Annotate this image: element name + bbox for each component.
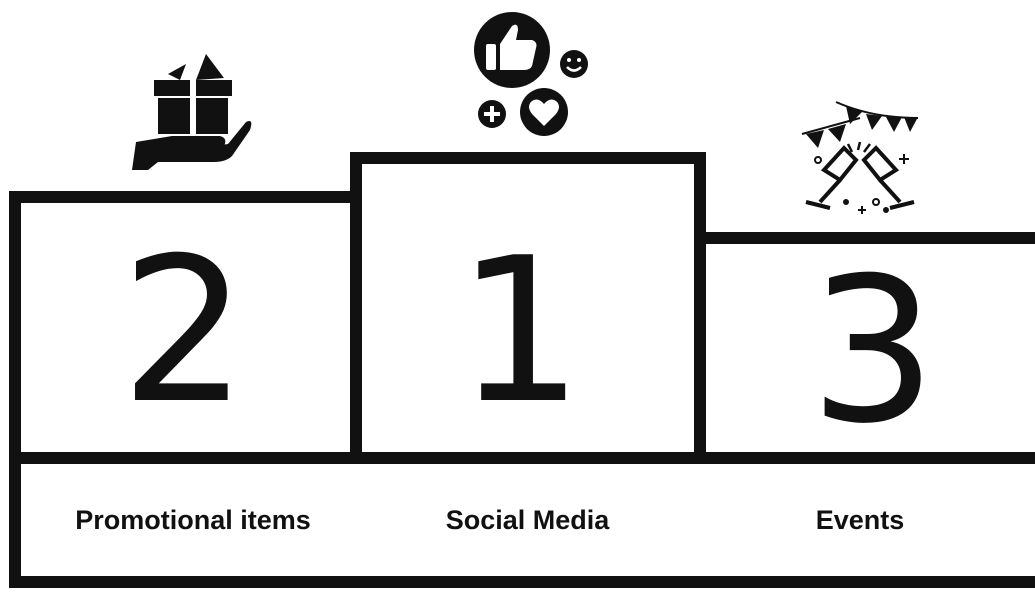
podium-block-second: [9, 191, 364, 464]
social-reactions-icon: [474, 12, 588, 136]
celebration-toast-icon: [801, 101, 919, 214]
label-promotional-items: Promotional items: [75, 505, 311, 535]
rank-digit-third: 3: [809, 235, 936, 468]
podium-base: [9, 449, 1035, 588]
rank-digit-second: 2: [120, 215, 247, 448]
podium-block-first: [350, 152, 706, 464]
rank-digit-first: 1: [456, 215, 583, 448]
label-events: Events: [815, 505, 905, 535]
gift-in-hand-icon: [132, 54, 252, 170]
label-social-media: Social Media: [445, 505, 610, 535]
podium-block-third: [694, 232, 1035, 464]
